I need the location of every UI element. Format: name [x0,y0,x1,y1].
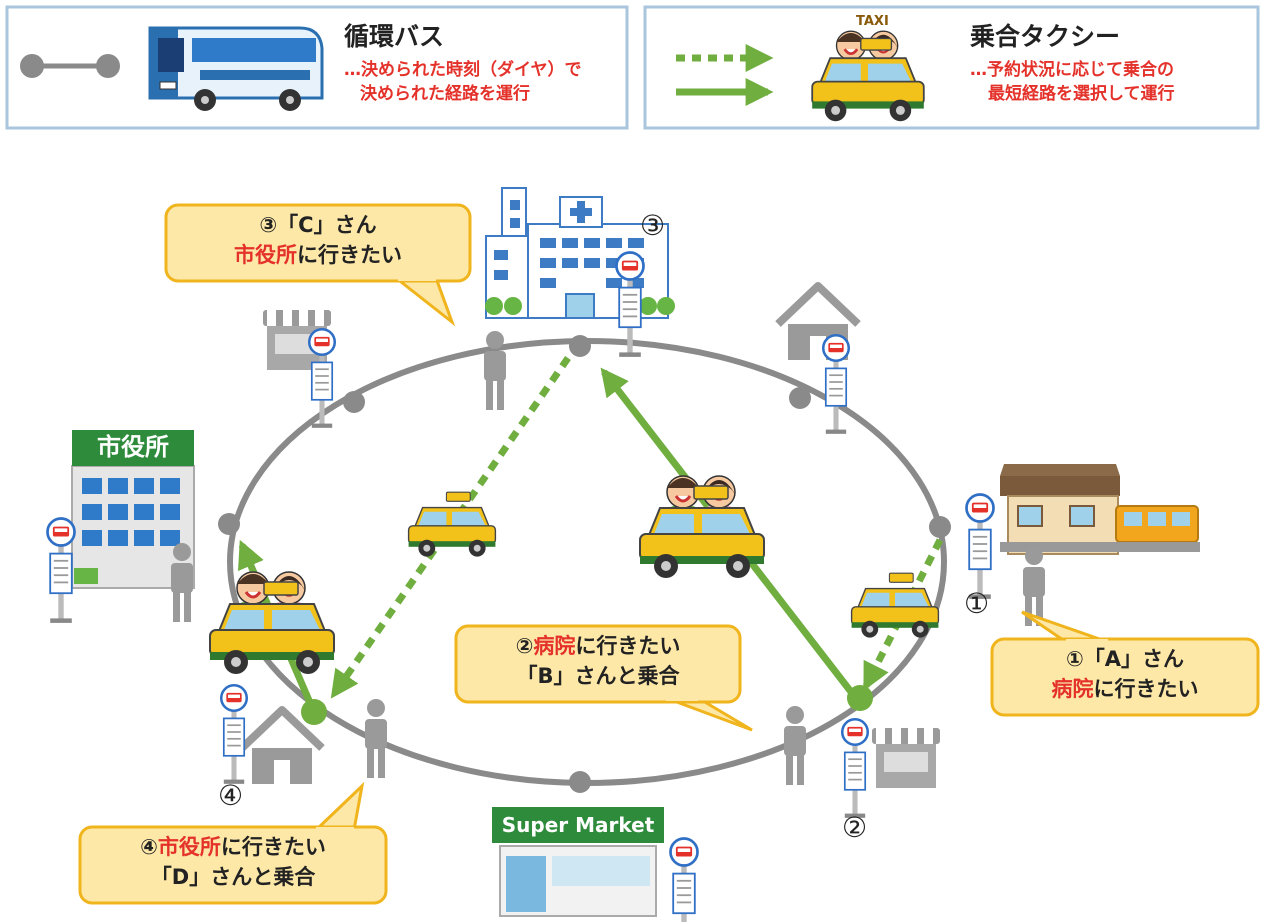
callout-a-line1: ①「A」さん [1065,647,1185,671]
stop-marker-2: ② [842,811,868,844]
callout-c-line2: 市役所に行きたい [166,243,470,268]
callout-b-prefix: ② [515,634,534,658]
green-stop-node [301,699,327,725]
callout-c-destination: 市役所 [234,243,297,267]
callout-c-text: に行きたい [297,243,402,267]
callout-d-line1: ④市役所に行きたい [80,835,386,860]
callout-d [78,781,388,905]
bus-stop-sign [669,837,699,922]
callout-d-line2: 「D」さんと乗合 [150,865,316,889]
callout-a-destination: 病院 [1051,677,1094,701]
callout-b [454,624,753,732]
shop-icon [872,728,940,788]
person-icon [784,706,806,785]
callout-a-line2: 病院に行きたい [992,677,1258,702]
bus-stop-sign [219,683,249,786]
hospital-building [485,187,675,319]
legend-bus-desc-line1: …決められた時刻（ダイヤ）で [344,60,582,80]
person-icon [365,699,387,778]
legend-taxi-title: 乗合タクシー [970,22,1121,51]
taxi-sign: TAXI [856,14,889,29]
callout-b-text: に行きたい [575,634,681,658]
legend-taxi-desc-line2: 最短経路を選択して運行 [988,84,1175,104]
legend-bus-title: 循環バス [344,22,445,51]
callout-a-text: に行きたい [1093,677,1199,701]
bus-stop-sign [307,327,337,430]
bus-route-symbol [20,54,120,78]
supermarket-building [492,807,664,917]
bus-icon [148,26,324,111]
supermarket-sign: Super Market [501,813,655,837]
green-stop-node [847,685,873,711]
callout-b-destination: 病院 [533,634,576,658]
legend-bus-desc-line2: 決められた経路を運行 [360,84,530,104]
callout-b-line2: 「B」さんと乗合 [516,664,680,688]
station-building [1000,464,1200,555]
stop-marker-1: ① [964,587,990,620]
callout-c-line1: ③「C」さん [259,213,377,237]
empty-taxi-icon [407,491,497,558]
legend-taxi-desc-line1: …予約状況に応じて乗合の [970,60,1174,80]
callout-d-prefix: ④ [140,835,158,859]
bus-stop-sign [821,333,851,436]
person-icon [484,331,506,410]
callout-c [164,203,472,327]
person-icon [171,543,193,622]
bus-stop-sign [965,493,995,601]
bus-stop-nodes [218,335,951,793]
shared-taxi-icon [209,570,335,675]
stop-marker-4: ④ [218,779,244,812]
callout-d-text: に行きたい [220,835,326,859]
callout-d-destination: 市役所 [157,835,221,859]
stop-marker-3: ③ [640,209,666,242]
callout-b-line1: ②病院に行きたい [456,634,740,659]
bus-stop-sign [46,517,76,625]
callout-a [990,610,1260,717]
city-hall-sign: 市役所 [97,433,169,461]
shared-taxi-icon [639,474,765,579]
bus-stop-sign [840,717,870,820]
taxi-route-symbol [676,44,774,106]
